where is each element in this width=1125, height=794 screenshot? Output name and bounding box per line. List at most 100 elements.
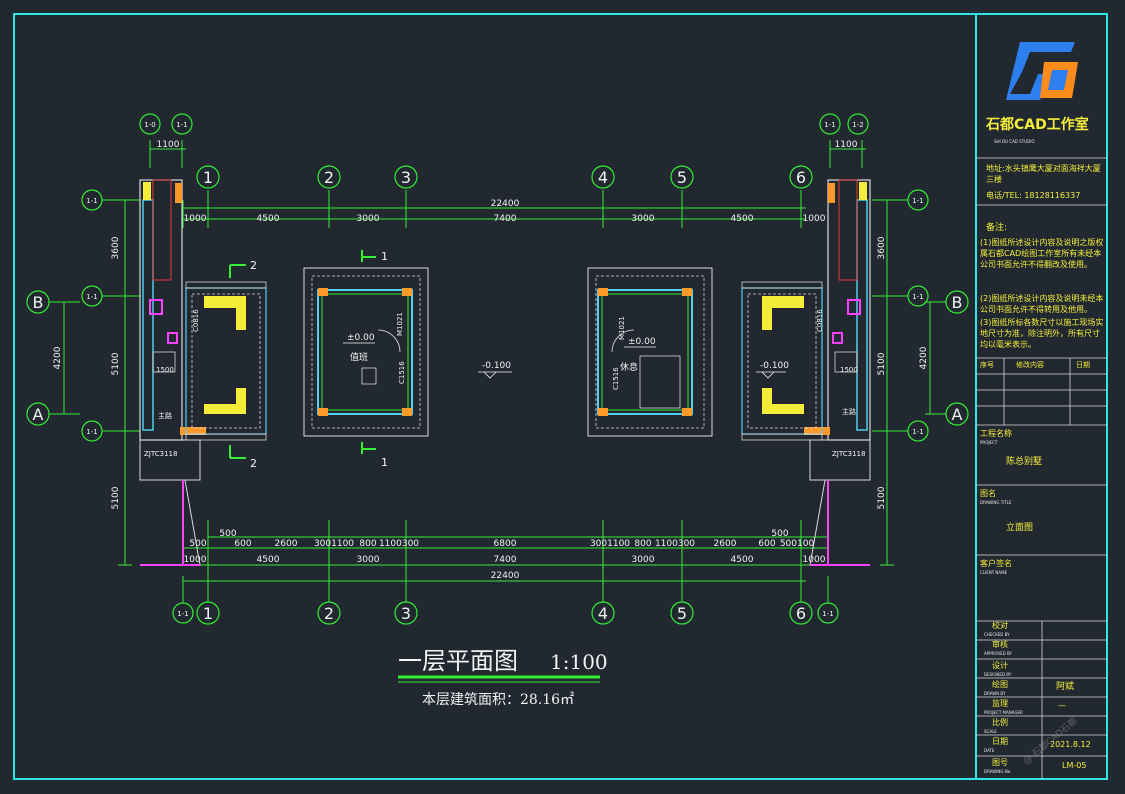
tag-c1516-right: C1516 bbox=[612, 367, 620, 390]
row-drawingno-en: DRAWING No. bbox=[984, 769, 1012, 774]
dim-left-5100b: 5100 bbox=[111, 486, 121, 509]
dim-right-5100a: 5100 bbox=[877, 352, 887, 375]
subaxis-tl-a: 1-0 bbox=[144, 121, 155, 129]
level-right-cabin: ±0.00 bbox=[628, 337, 656, 347]
tag-m1021-right: M1021 bbox=[618, 316, 626, 340]
axis-bubbles-top bbox=[139, 113, 869, 189]
tag-c0816-right: C0816 bbox=[816, 309, 824, 332]
dim-bot-r4: 7400 bbox=[494, 555, 517, 565]
section-2-top: 2 bbox=[250, 259, 257, 272]
axis-5-top: 5 bbox=[677, 168, 687, 187]
studio-phone: 电话/TEL: 18128116337 bbox=[986, 191, 1081, 200]
studio-name: 石都CAD工作室 bbox=[986, 117, 1089, 133]
row-designed-en: DESIGNED BY bbox=[984, 672, 1012, 677]
client-label-en: CLIENT NAME bbox=[980, 570, 1008, 575]
row-drawn-en: DRAWN BY bbox=[984, 691, 1006, 696]
axis-1-top: 1 bbox=[203, 168, 213, 187]
dim-bot-a3: 600 bbox=[234, 539, 251, 549]
dim-bot-a6: 800 bbox=[359, 539, 376, 549]
dim-bot-a4: 2600 bbox=[275, 539, 298, 549]
drawing-outer-frame bbox=[13, 13, 1108, 780]
subaxis-bottom-left: 1-1 bbox=[177, 610, 188, 618]
dim-bot-r5: 3000 bbox=[632, 555, 655, 565]
subaxis-right-1: 1-1 bbox=[912, 197, 923, 205]
dim-bot-a5: 3001100 bbox=[314, 539, 354, 549]
subaxis-tr-a: 1-1 bbox=[824, 121, 835, 129]
tag-1500-right: 1500 bbox=[840, 366, 858, 374]
title-block-lines bbox=[976, 157, 1107, 779]
note-3: (3)图纸所标各数尺寸以施工现场实地尺寸为准，除注明外，所有尺寸均以毫米表示。 bbox=[980, 318, 1104, 349]
row-manager-label: 监理 bbox=[992, 699, 1008, 708]
row-checked-label: 校对 bbox=[992, 621, 1008, 630]
row-scale-en: SCALE bbox=[984, 729, 997, 734]
dim-bot-b2: 800 bbox=[634, 539, 651, 549]
title-block: 石都CAD工作室 SHI DU CAD STUDIO 地址:水头镇鹰大厦对面海祥… bbox=[976, 14, 1107, 779]
dim-left-5100a: 5100 bbox=[111, 352, 121, 375]
row-checked-en: CHECKED BY bbox=[984, 632, 1010, 637]
axis-2-top: 2 bbox=[324, 168, 334, 187]
dim-top-5: 3000 bbox=[632, 214, 655, 224]
dim-bot-total: 22400 bbox=[491, 571, 520, 581]
left-side-pavilion bbox=[185, 281, 267, 441]
row-date-value: 2021.8.12 bbox=[1050, 740, 1091, 749]
tag-m1021-left: M1021 bbox=[396, 312, 404, 336]
subaxis-tl-b: 1-1 bbox=[176, 121, 187, 129]
axis-6-top: 6 bbox=[796, 168, 806, 187]
tag-c1516-left: C1516 bbox=[398, 361, 406, 384]
dim-bot-r3: 3000 bbox=[357, 555, 380, 565]
drawing-name: 立面图 bbox=[1006, 523, 1034, 533]
room-right-cabin: 休息 bbox=[620, 361, 638, 373]
right-gate-pier bbox=[804, 179, 871, 566]
dim-bot-a2: 500 bbox=[189, 539, 206, 549]
dim-bot-mid: 6800 bbox=[494, 539, 517, 549]
level-center: -0.100 bbox=[482, 361, 511, 371]
row-date-label: 日期 bbox=[992, 737, 1008, 746]
note-1: (1)图纸所述设计内容及说明之版权属石都CAD绘图工作室所有未经本公司书面允许不… bbox=[980, 238, 1104, 269]
tag-zjtc-right: ZJTC3118 bbox=[832, 450, 865, 458]
right-side-pavilion bbox=[741, 281, 823, 441]
bottom-dimensions bbox=[183, 536, 828, 582]
dim-bot-b5: 600 bbox=[758, 539, 775, 549]
dim-right-3600: 3600 bbox=[877, 236, 887, 259]
right-rest-cabin bbox=[587, 267, 713, 437]
rev-header-date: 日期 bbox=[1076, 361, 1090, 369]
dim-bot-b6: 500100 bbox=[780, 539, 815, 549]
level-left-cabin: ±0.00 bbox=[347, 333, 375, 343]
row-approved-en: APPROVED BY bbox=[984, 651, 1013, 656]
room-right-gate: 主路 bbox=[842, 407, 856, 416]
section-1-bottom: 1 bbox=[381, 456, 388, 469]
studio-logo-icon bbox=[1006, 42, 1078, 100]
row-drawingno-label: 图号 bbox=[992, 758, 1008, 767]
dim-bot-b4: 2600 bbox=[714, 539, 737, 549]
drawing-label-en: DRAWING TITLE bbox=[980, 500, 1012, 505]
dim-bot-r1: 1000 bbox=[184, 555, 207, 565]
row-manager-en: PROJECT MANAGER bbox=[984, 710, 1023, 715]
dim-bot-a7: 1100300 bbox=[379, 539, 419, 549]
dim-1100-right: 1100 bbox=[835, 140, 858, 150]
dim-top-1: 1000 bbox=[184, 214, 207, 224]
plan-area: 22400 1100 1100 1000 4500 3000 7400 3000… bbox=[26, 113, 969, 708]
rev-header-content: 修改内容 bbox=[1016, 361, 1044, 369]
dim-bot-r7: 1000 bbox=[803, 555, 826, 565]
dim-bot-b3: 1100300 bbox=[655, 539, 695, 549]
section-marks bbox=[229, 250, 376, 459]
dim-top-7: 1000 bbox=[803, 214, 826, 224]
axis-B-left: B bbox=[33, 293, 44, 312]
axis-2-bottom: 2 bbox=[324, 604, 334, 623]
row-approved-label: 审核 bbox=[992, 640, 1008, 649]
project-name: 陈总别墅 bbox=[1006, 457, 1043, 467]
axis-4-top: 4 bbox=[598, 168, 608, 187]
row-scale-label: 比例 bbox=[992, 718, 1008, 727]
axis-A-left: A bbox=[33, 405, 44, 424]
client-label: 客户签名 bbox=[980, 559, 1012, 568]
subaxis-tr-b: 1-2 bbox=[852, 121, 863, 129]
dim-top-4: 7400 bbox=[494, 214, 517, 224]
room-left-gate: 主路 bbox=[158, 411, 172, 420]
dim-top-3: 3000 bbox=[357, 214, 380, 224]
axis-6-bottom: 6 bbox=[796, 604, 806, 623]
dim-top-6: 4500 bbox=[731, 214, 754, 224]
tag-c0816-left: C0816 bbox=[192, 309, 200, 332]
dim-top-2: 4500 bbox=[257, 214, 280, 224]
subaxis-right-2: 1-1 bbox=[912, 293, 923, 301]
